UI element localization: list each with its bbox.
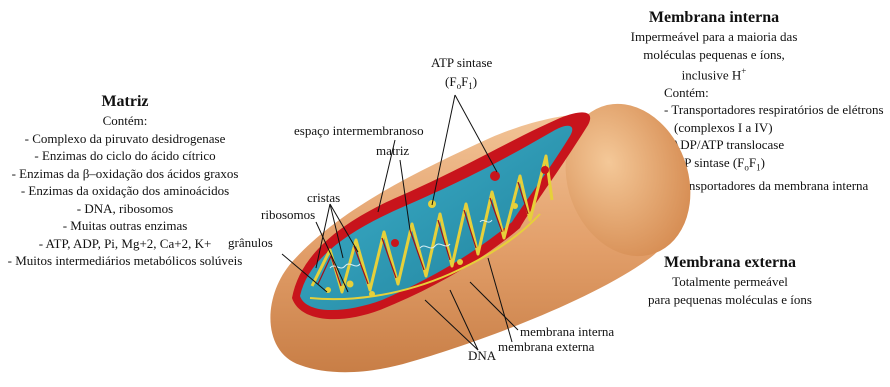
label-ribosomos: ribosomos [261,207,315,222]
label-espaco-intermembranoso: espaço intermembranoso [294,123,424,138]
label-atp-formula: (FoF1) [445,74,477,91]
label-membrana-interna: membrana interna [520,324,614,339]
label-atp-sintase: ATP sintase [431,55,492,70]
label-matriz: matriz [376,143,409,158]
atp-formula-part: F [461,74,468,89]
label-granulos: grânulos [228,235,273,250]
label-membrana-externa: membrana externa [498,339,595,354]
label-cristas: cristas [307,190,340,205]
atp-formula-part: ) [473,74,477,89]
atp-formula-part: (F [445,74,457,89]
label-dna: DNA [468,348,497,363]
